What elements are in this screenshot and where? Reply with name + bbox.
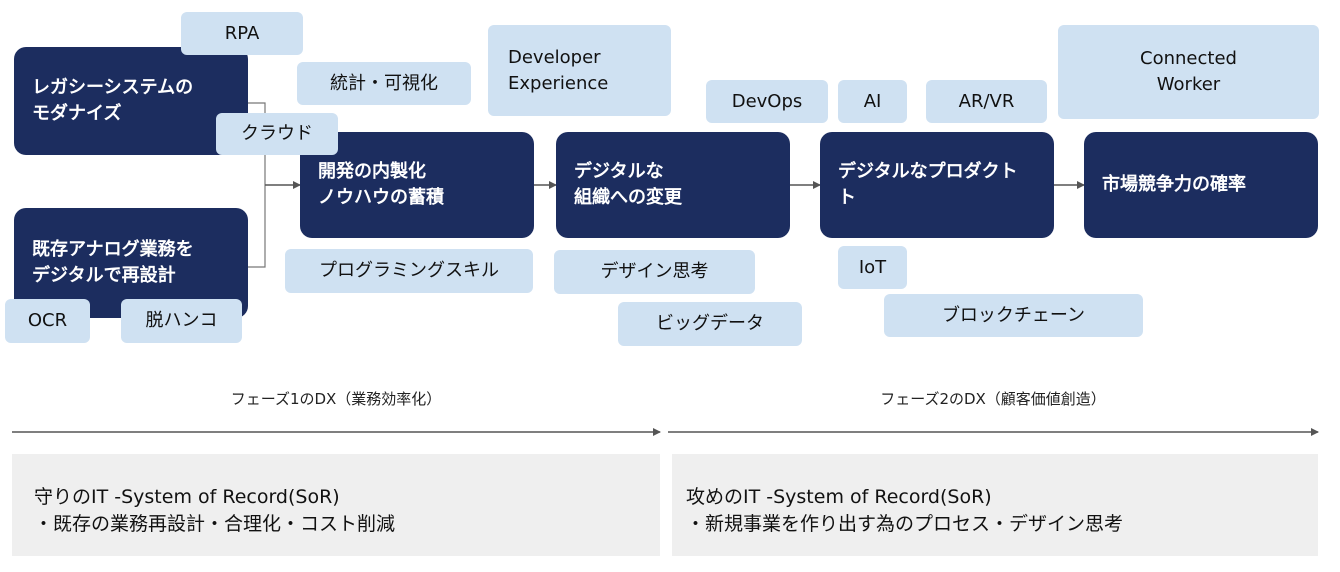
stage-digital-org: デジタルな 組織への変更 (556, 132, 790, 238)
phase2-label: フェーズ2のDX（顧客価値創造） (880, 390, 1106, 408)
tag-design-thinking: デザイン思考 (554, 250, 755, 294)
tag-ar-vr: AR/VR (926, 80, 1047, 123)
tag-devops: DevOps (706, 80, 828, 123)
stage-legacy-modernize: レガシーシステムの モダナイズ (14, 47, 248, 155)
tag-big-data: ビッグデータ (618, 302, 802, 346)
phase1-label: フェーズ1のDX（業務効率化） (230, 390, 442, 408)
stage-market-competitiveness: 市場競争力の確率 (1084, 132, 1318, 238)
offensive-it-title: 攻めのIT -System of Record(SoR) (686, 486, 992, 508)
tag-ocr: OCR (5, 299, 90, 343)
offensive-it-panel: 攻めのIT -System of Record(SoR) ・新規事業を作り出す為… (672, 454, 1318, 556)
tag-hanko: 脱ハンコ (121, 299, 242, 343)
offensive-it-detail: ・新規事業を作り出す為のプロセス・デザイン思考 (686, 513, 1124, 535)
tag-programming-skill: プログラミングスキル (285, 249, 533, 293)
defensive-it-panel: 守りのIT -System of Record(SoR) ・既存の業務再設計・合… (12, 454, 660, 556)
defensive-it-title: 守りのIT -System of Record(SoR) (34, 486, 340, 508)
tag-rpa: RPA (181, 12, 303, 55)
defensive-it-detail: ・既存の業務再設計・合理化・コスト削減 (34, 513, 396, 535)
stage-inhouse-dev: 開発の内製化 ノウハウの蓄積 (300, 132, 534, 238)
stage-digital-product: デジタルなプロダクト ト (820, 132, 1054, 238)
tag-ai: AI (838, 80, 907, 123)
tag-iot: IoT (838, 246, 907, 289)
tag-cloud: クラウド (216, 113, 338, 155)
tag-developer-experience: Developer Experience (488, 25, 671, 116)
tag-connected-worker: Connected Worker (1058, 25, 1319, 119)
tag-blockchain: ブロックチェーン (884, 294, 1143, 337)
tag-statistics-visualization: 統計・可視化 (297, 62, 471, 105)
